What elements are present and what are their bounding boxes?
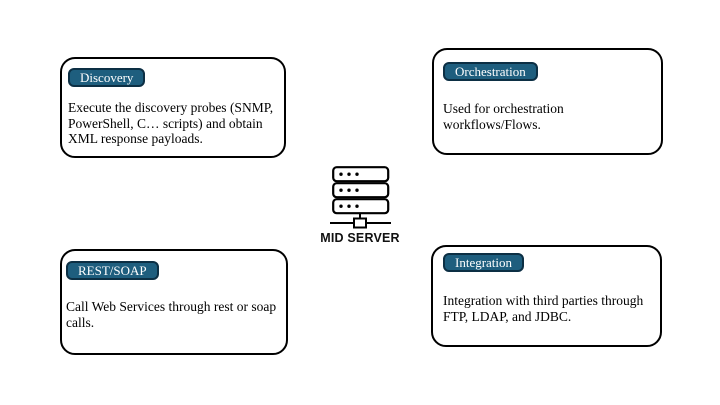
card-orchestration: Orchestration Used for orchestration wor… bbox=[432, 48, 663, 155]
integration-badge: Integration bbox=[443, 253, 525, 272]
server-dots bbox=[339, 172, 359, 208]
server-stack-icon bbox=[330, 166, 391, 229]
mid-server-node: MID SERVER bbox=[316, 164, 404, 245]
orchestration-badge: Orchestration bbox=[443, 62, 538, 81]
discovery-description: Execute the discovery probes (SNMP, Powe… bbox=[68, 100, 274, 146]
discovery-badge: Discovery bbox=[68, 68, 146, 87]
integration-description: Integration with third parties through F… bbox=[443, 293, 644, 324]
card-discovery: Discovery Execute the discovery probes (… bbox=[60, 57, 286, 158]
card-rest-soap: REST/SOAP Call Web Services through rest… bbox=[60, 249, 288, 355]
rest-soap-description: Call Web Services through rest or soap c… bbox=[66, 299, 277, 330]
mid-server-label: MID SERVER bbox=[320, 231, 400, 245]
card-integration: Integration Integration with third parti… bbox=[431, 245, 662, 347]
orchestration-description: Used for orchestration workflows/Flows. bbox=[443, 101, 564, 132]
rest-soap-badge: REST/SOAP bbox=[66, 261, 159, 280]
